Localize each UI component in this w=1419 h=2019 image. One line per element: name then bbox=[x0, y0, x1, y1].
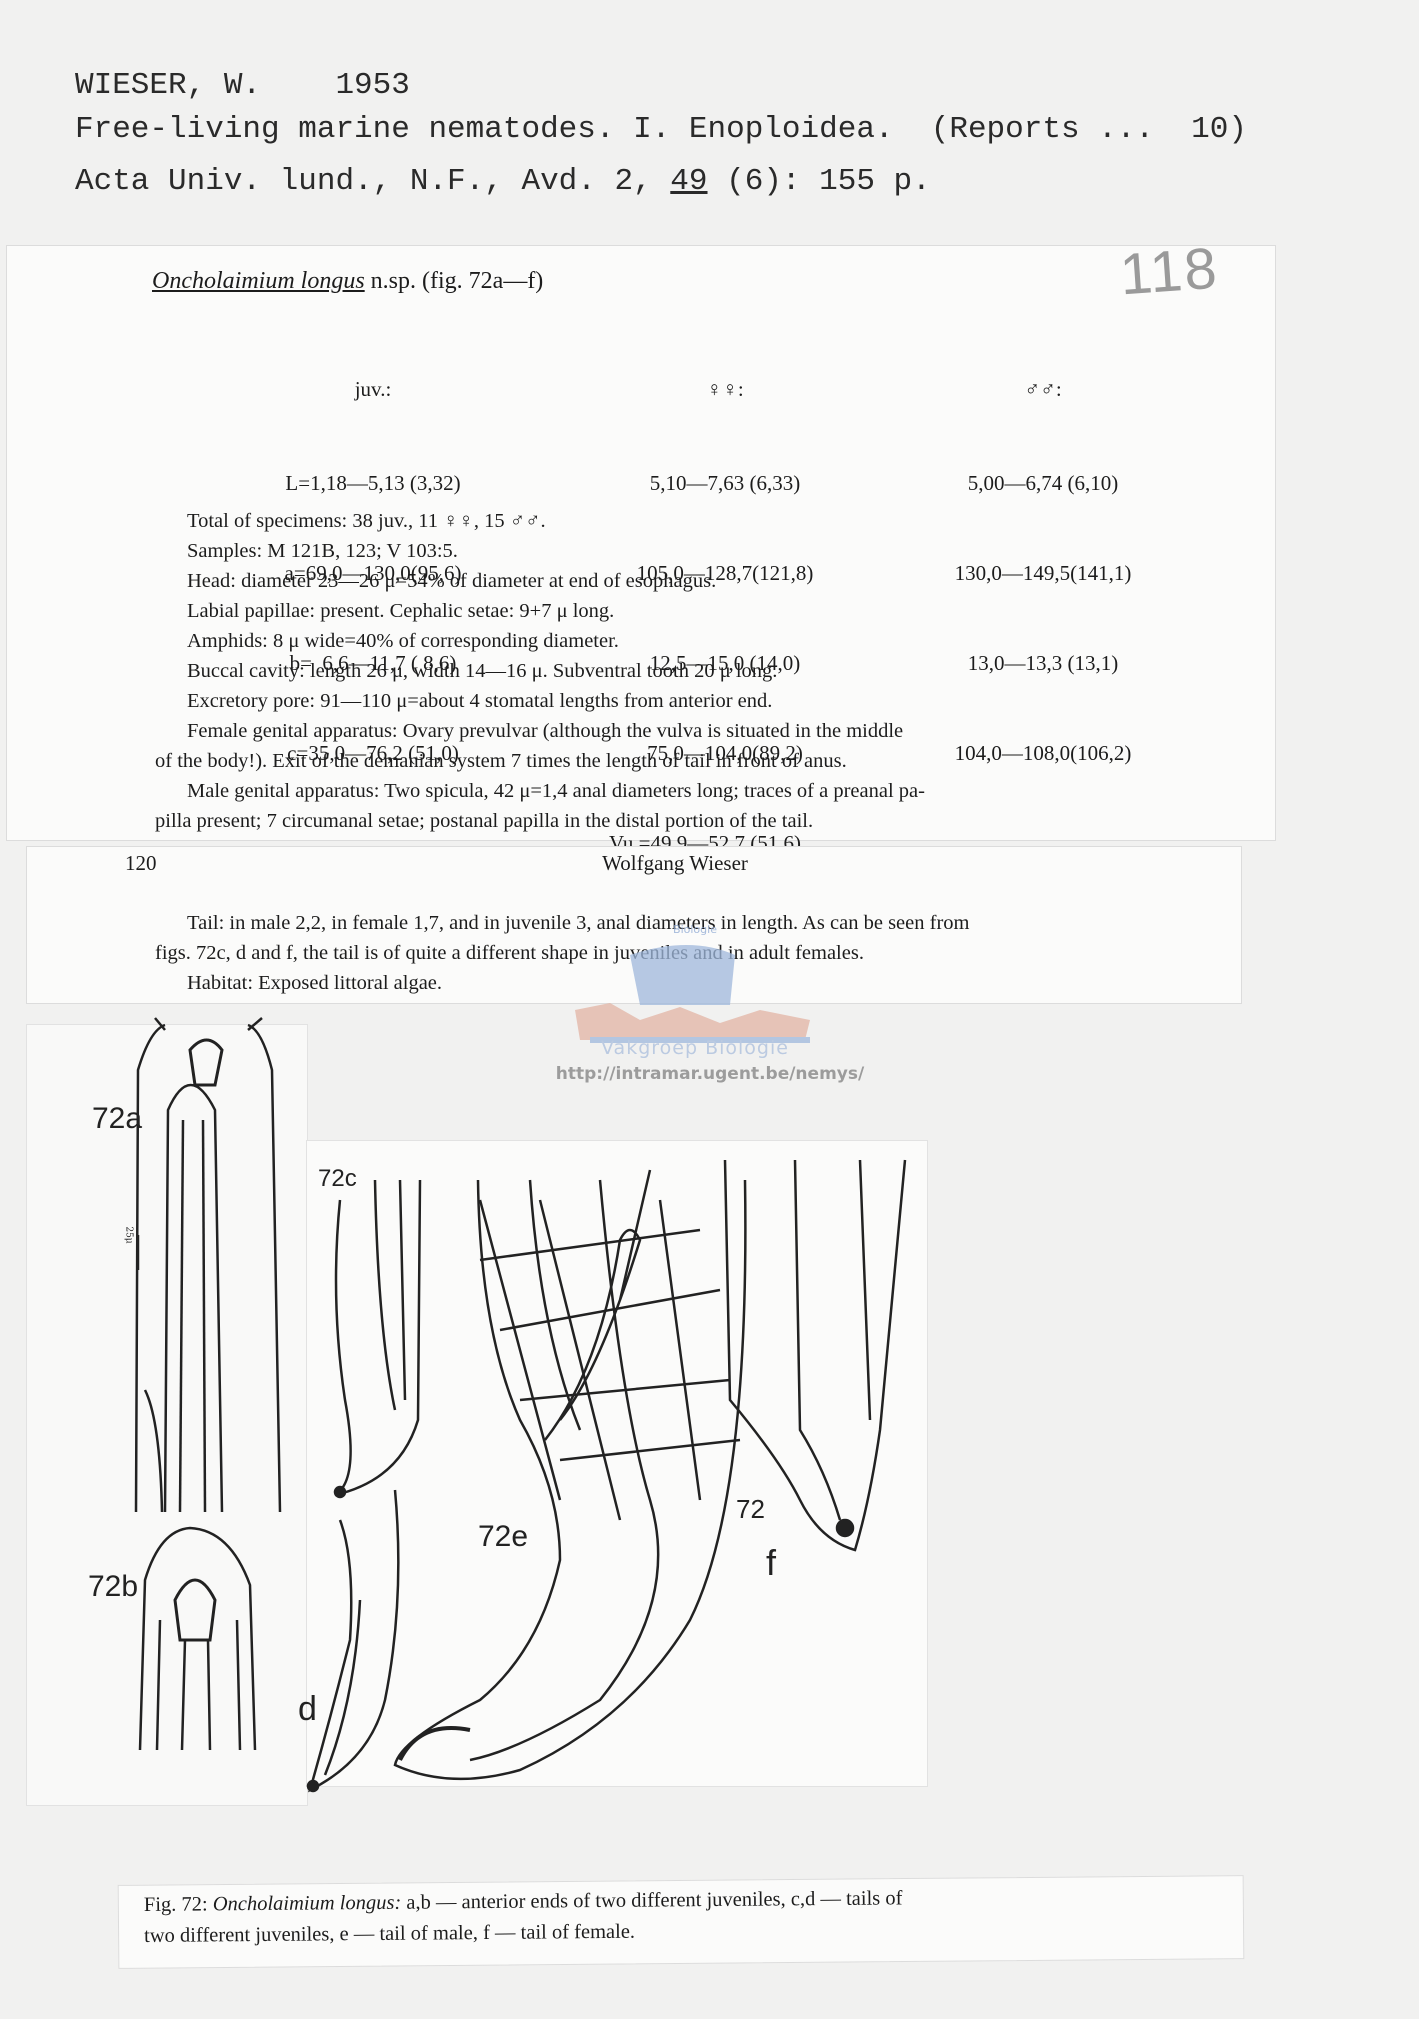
drawing-72c-tail bbox=[333, 1179, 422, 1499]
measurement-row: L=1,18—5,13 (3,32) bbox=[285, 471, 461, 495]
description-line: Amphids: 8 μ wide=40% of corresponding d… bbox=[187, 630, 619, 652]
text-line: Tail: in male 2,2, in female 1,7, and in… bbox=[187, 912, 970, 934]
measurements-juveniles: juv.: L=1,18—5,13 (3,32) a=69,0—130,0(95… bbox=[243, 314, 503, 798]
species-name: Oncholaimium longus bbox=[152, 268, 365, 294]
figure-label-f: f bbox=[766, 1542, 777, 1583]
measurements-males: ♂♂: 5,00—6,74 (6,10) 130,0—149,5(141,1) … bbox=[913, 314, 1173, 798]
figure-label-72a: 72a bbox=[92, 1102, 143, 1135]
description-line: Buccal cavity: length 26 μ, width 14—16 … bbox=[187, 660, 778, 682]
reference-journal: Acta Univ. lund., N.F., Avd. 2, 49 (6): … bbox=[75, 164, 931, 199]
watermark-arc-text: Biologie bbox=[673, 923, 717, 936]
description-line: Total of specimens: 38 juv., 11 ♀♀, 15 ♂… bbox=[187, 510, 546, 532]
measurement-row: 13,0—13,3 (13,1) bbox=[967, 651, 1119, 675]
measurement-row: c=35,0—76,2 (51,0) bbox=[287, 741, 459, 765]
watermark-ship-icon bbox=[575, 945, 810, 1043]
description-line: Samples: M 121B, 123; V 103:5. bbox=[187, 540, 458, 562]
text-line: Habitat: Exposed littoral algae. bbox=[187, 972, 443, 994]
column-header: juv.: bbox=[354, 377, 392, 401]
column-header: ♀♀: bbox=[706, 377, 744, 401]
journal-name: Acta Univ. lund., N.F., Avd. 2, bbox=[75, 164, 671, 199]
species-heading: Oncholaimium longus n.sp. (fig. 72a—f) bbox=[152, 268, 543, 295]
measurement-row: 130,0—149,5(141,1) bbox=[954, 561, 1132, 585]
description-line: pilla present; 7 circumanal setae; posta… bbox=[155, 810, 814, 832]
caption-prefix: Fig. 72: bbox=[143, 1893, 213, 1917]
measurement-row: 104,0—108,0(106,2) bbox=[954, 741, 1132, 765]
figure-label-72b: 72b bbox=[88, 1570, 139, 1603]
measurement-row: 5,00—6,74 (6,10) bbox=[967, 471, 1119, 495]
description-line: Excretory pore: 91—110 μ=about 4 stomata… bbox=[187, 690, 773, 712]
caption-line: two different juveniles, e — tail of mal… bbox=[144, 1920, 636, 1947]
figure-label-72f-number: 72 bbox=[736, 1494, 765, 1524]
running-head: Wolfgang Wieser bbox=[602, 851, 748, 875]
watermark-logo: Biologie Vakgroep Biologie bbox=[570, 923, 820, 1085]
scale-bar-label: 25μ bbox=[123, 1226, 134, 1244]
journal-volume: 49 bbox=[670, 164, 708, 199]
measurement-row: 105,0—128,7(121,8) bbox=[636, 561, 814, 585]
watermark-url: http://intramar.ugent.be/nemys/ bbox=[555, 1064, 865, 1084]
description-line: Head: diameter 23—26 μ=54% of diameter a… bbox=[187, 570, 717, 592]
drawing-72d-tail bbox=[306, 1489, 400, 1793]
measurement-row: 5,10—7,63 (6,33) bbox=[649, 471, 801, 495]
reference-title: Free-living marine nematodes. I. Enoploi… bbox=[75, 112, 1247, 147]
drawing-72b-anterior-end bbox=[138, 1526, 257, 1751]
drawing-72e-male-tail bbox=[393, 1169, 747, 1781]
figure-label-72e: 72e bbox=[478, 1520, 529, 1553]
measurement-row: a=69,0—130,0(95,6) bbox=[284, 561, 462, 585]
figure-plate-right bbox=[306, 1140, 928, 1787]
measurement-row: 12,5—15,0 (14,0) bbox=[649, 651, 801, 675]
figure-caption: Fig. 72: Oncholaimium longus: a,b — ante… bbox=[144, 1883, 903, 1952]
caption-species: Oncholaimium longus: bbox=[212, 1891, 402, 1916]
page-number: 120 bbox=[125, 851, 157, 875]
description-line: of the body!). Exit of the demanian syst… bbox=[155, 750, 847, 772]
description-text: Total of specimens: 38 juv., 11 ♀♀, 15 ♂… bbox=[155, 506, 1245, 836]
figure-label-d: d bbox=[298, 1690, 317, 1728]
tail-habitat-text: Tail: in male 2,2, in female 1,7, and in… bbox=[155, 908, 1245, 998]
drawing-72f-female-tail bbox=[723, 1159, 907, 1552]
column-header: ♂♂: bbox=[1024, 377, 1062, 401]
measurement-row: 75,0—104,0(89,2) bbox=[647, 741, 803, 765]
drawing-72a-anterior-end bbox=[134, 1017, 282, 1513]
measurement-row: b= 6,6—11,7 ( 8,6) bbox=[289, 651, 457, 675]
watermark-text: Vakgroep Biologie bbox=[601, 1037, 789, 1059]
figure-label-72c: 72c bbox=[318, 1165, 357, 1192]
journal-issue-pages: (6): 155 p. bbox=[707, 164, 931, 199]
tail-habitat-clipping bbox=[26, 846, 1242, 1004]
description-line: Male genital apparatus: Two spicula, 42 … bbox=[187, 780, 925, 802]
description-line: Female genital apparatus: Ovary prevulva… bbox=[187, 720, 904, 742]
description-line: Labial papillae: present. Cephalic setae… bbox=[187, 600, 615, 622]
reference-author-year: WIESER, W. 1953 bbox=[75, 68, 410, 103]
caption-line: a,b — anterior ends of two different juv… bbox=[401, 1887, 903, 1914]
species-suffix: n.sp. (fig. 72a—f) bbox=[364, 268, 544, 294]
species-description-clipping bbox=[6, 245, 1276, 841]
